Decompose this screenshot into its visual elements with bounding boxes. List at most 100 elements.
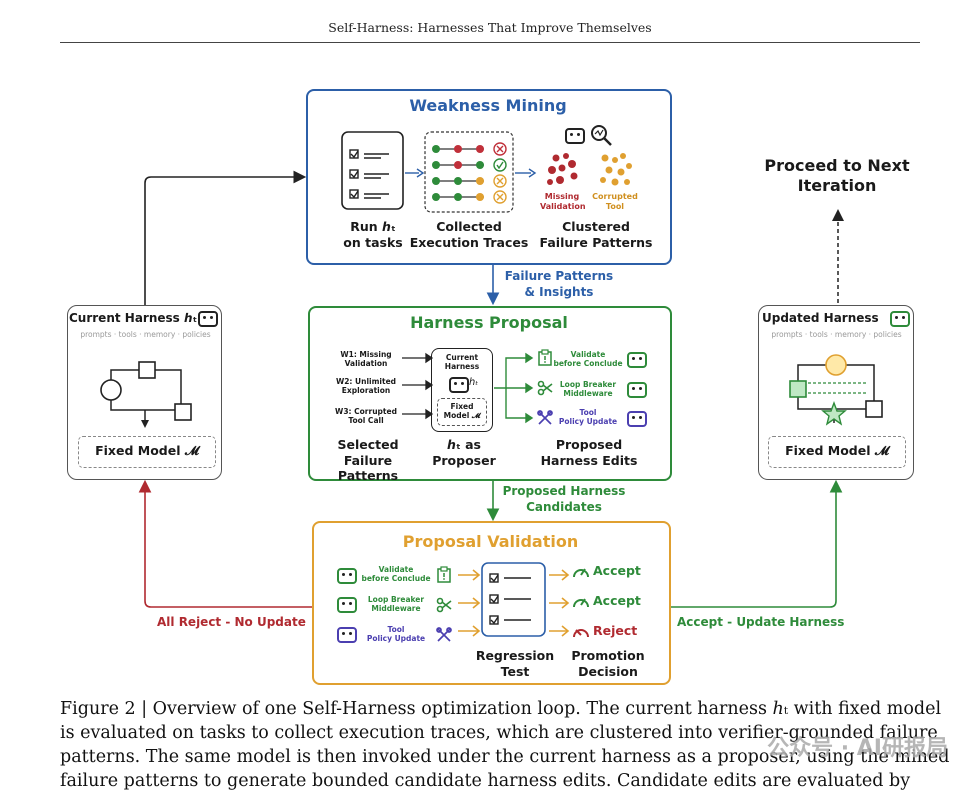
val1-clipboard-icon — [437, 566, 451, 583]
arrow-accept — [669, 479, 843, 608]
current-fixed-model-box — [78, 436, 216, 468]
proceed-line2: Iteration — [797, 176, 877, 195]
val3-line2: Policy Update — [366, 634, 426, 643]
collected-label: Collected Execution Traces — [405, 219, 533, 250]
figure-caption: Figure 2 | Overview of one Self-Harness … — [60, 697, 950, 793]
updated-harness-panel — [758, 305, 914, 480]
edit3-line2: Policy Update — [558, 417, 618, 426]
caption-line: Figure 2 | Overview of one Self-Harness … — [60, 699, 942, 719]
run-label-line1: Run ℎₜ — [350, 219, 396, 234]
robot-icon — [565, 128, 585, 144]
arrow2-line1: Proposed Harness — [502, 484, 626, 498]
selected-label: Selected Failure Patterns — [313, 437, 423, 484]
edit1-label: Validate before Conclude — [553, 350, 623, 368]
regression-test-icon — [481, 562, 546, 637]
val1-line2: before Conclude — [361, 574, 431, 583]
regression-label: Regression Test — [470, 648, 560, 679]
execution-traces-icon — [424, 131, 514, 213]
arrow-reject — [138, 479, 312, 608]
missing-line1: Missing — [544, 192, 580, 201]
edit2-robot-icon — [627, 382, 647, 398]
weakness-mining-title: Weakness Mining — [409, 96, 567, 115]
clustered-label: Clustered Failure Patterns — [538, 219, 654, 250]
edit2-line2: Middleware — [563, 389, 613, 398]
harness-proposal-panel — [308, 306, 672, 481]
updated-harness-diagram — [789, 354, 883, 426]
promotion-label: Promotion Decision — [562, 648, 654, 679]
edit1-line2: before Conclude — [553, 359, 623, 368]
val3-robot-icon — [337, 627, 357, 643]
clustered-line2: Failure Patterns — [539, 234, 653, 250]
harness-proposal-title: Harness Proposal — [410, 313, 568, 332]
edit2-label: Loop Breaker Middleware — [553, 380, 623, 398]
w3-line2: Tool Call — [348, 416, 384, 425]
failure-patterns-arrow-label: Failure Patterns & Insights — [500, 269, 618, 300]
accept-arrow-label: Accept - Update Harness — [677, 615, 845, 629]
proposer-ht-glyph: ℎₜ — [469, 377, 479, 388]
caption-line: is evaluated on tasks to collect executi… — [60, 723, 938, 743]
arrows-edits-to-regression — [458, 569, 481, 637]
corrupted-line1: Corrupted — [592, 192, 638, 201]
watermark: 公众号 · AI研报局 — [767, 736, 948, 761]
val2-line2: Middleware — [371, 604, 421, 613]
reject-gauge-icon — [573, 629, 589, 638]
current-fixed-model-label: Fixed Model 𝓜 — [95, 443, 199, 458]
proposer-line1: ℎₜ as — [447, 437, 481, 452]
proposer-fixed-box — [437, 398, 487, 426]
edit1-robot-icon — [627, 352, 647, 368]
val3-line1: Tool — [387, 625, 405, 634]
page-header: Self-Harness: Harnesses That Improve The… — [328, 20, 652, 35]
val1-line1: Validate — [378, 565, 414, 574]
proceed-label: Proceed to Next Iteration — [758, 156, 916, 196]
updated-fixed-model-label: Fixed Model 𝓜 — [785, 443, 889, 458]
clustered-line1: Clustered — [562, 219, 630, 234]
w3-line1: W3: Corrupted — [335, 407, 397, 416]
edits-line2: Harness Edits — [540, 452, 638, 468]
val3-tools-icon — [436, 627, 452, 642]
proposer-line2: Proposer — [432, 452, 496, 468]
accept1-gauge-icon — [573, 568, 589, 578]
promotion-line1: Promotion — [571, 648, 645, 663]
val2-label: Loop Breaker Middleware — [358, 595, 434, 613]
regression-line1: Regression — [475, 648, 555, 663]
collected-line2: Execution Traces — [409, 234, 529, 250]
w1-label: W1: Missing Validation — [332, 350, 400, 368]
center-line1: Current — [445, 353, 479, 362]
clipboard-icon — [538, 349, 552, 366]
current-harness-sub: prompts · tools · memory · policies — [80, 330, 211, 339]
w2-line2: Exploration — [341, 386, 391, 395]
current-harness-title: Current Harness ℎₜ — [69, 311, 198, 325]
decision-accept-1: Accept — [593, 563, 641, 578]
w1-line2: Validation — [344, 359, 388, 368]
decision-accept-2: Accept — [593, 593, 641, 608]
arrow1-line1: Failure Patterns — [504, 269, 614, 283]
tools-icon — [537, 410, 553, 425]
arrow-run-to-traces — [405, 168, 425, 178]
proposal-validation-title: Proposal Validation — [402, 532, 579, 551]
run-label-line2: on tasks — [343, 234, 403, 250]
arrow-traces-to-clusters — [515, 168, 537, 178]
run-label: Run ℎₜ on tasks — [325, 219, 421, 250]
selected-line2: Failure Patterns — [337, 452, 399, 484]
updated-robot-icon — [890, 311, 910, 327]
val3-label: Tool Policy Update — [358, 625, 434, 643]
w1-line1: W1: Missing — [340, 350, 392, 359]
val1-label: Validate before Conclude — [358, 565, 434, 583]
center-fixed-line2: Model 𝓜 — [443, 411, 481, 420]
edit1-line1: Validate — [570, 350, 606, 359]
decision-reject: Reject — [593, 623, 638, 638]
edit3-robot-icon — [627, 411, 647, 427]
corrupted-tool-cluster — [600, 153, 632, 186]
center-fixed-line1: Fixed — [450, 402, 474, 411]
missing-validation-label: Missing Validation — [540, 192, 586, 211]
accept2-gauge-icon — [573, 598, 589, 608]
updated-harness-sub: prompts · tools · memory · policies — [771, 330, 902, 339]
proposer-card — [431, 348, 493, 432]
regression-line2: Test — [500, 663, 530, 679]
arrows-patterns-to-proposer — [402, 352, 434, 420]
proposer-label: ℎₜ as Proposer — [424, 437, 504, 468]
proposed-candidates-arrow-label: Proposed Harness Candidates — [500, 484, 628, 515]
missing-validation-cluster — [547, 153, 578, 185]
caption-line: patterns. The same model is then invoked… — [60, 747, 950, 767]
